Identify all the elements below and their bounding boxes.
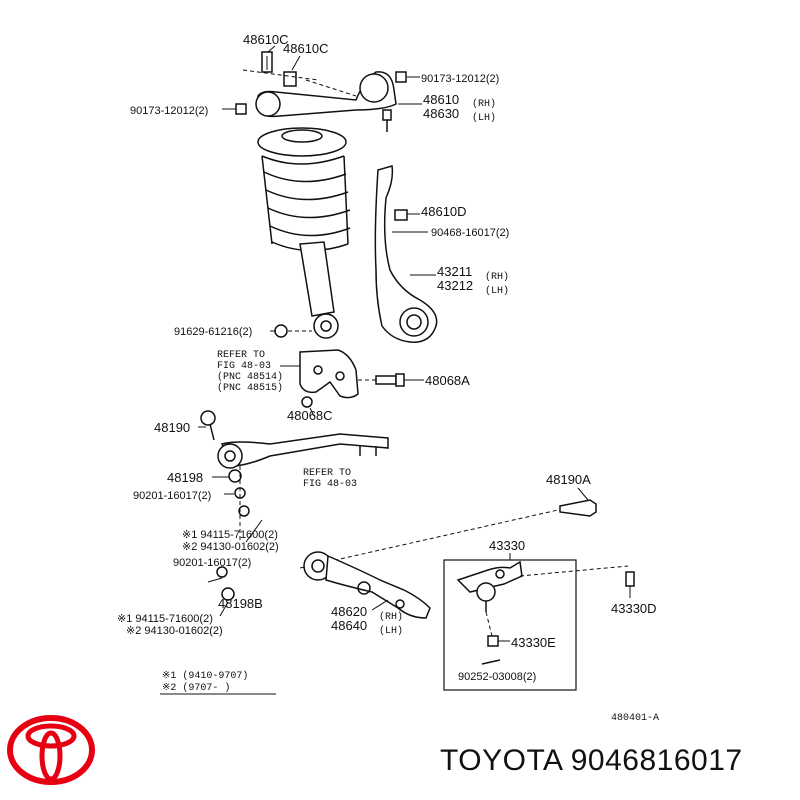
label-48610: 48610 xyxy=(423,92,459,107)
label-43212-side: (LH) xyxy=(485,285,509,297)
label-90201-b: 90201-16017(2) xyxy=(173,557,251,569)
upper-arm-assembly xyxy=(222,45,422,132)
lower-arm-assembly xyxy=(207,551,431,619)
refer-note-1-line1: REFER TO xyxy=(217,350,265,361)
label-43330: 43330 xyxy=(489,538,525,553)
refer-note-2-line1: REFER TO xyxy=(303,468,351,479)
label-48630-side: (LH) xyxy=(472,112,496,124)
label-48198: 48198 xyxy=(167,470,203,485)
label-mark1-b: ※1 94115-71600(2) xyxy=(117,613,213,625)
label-48068c: 48068C xyxy=(287,408,333,423)
label-90173-left: 90173-12012(2) xyxy=(130,105,208,117)
label-48190a: 48190A xyxy=(546,472,591,487)
label-48640-side: (LH) xyxy=(379,625,403,637)
label-43330d: 43330D xyxy=(611,601,657,616)
label-48620-side: (RH) xyxy=(379,611,403,623)
strut-rod-assembly xyxy=(198,410,389,543)
label-90252: 90252-03008(2) xyxy=(458,671,536,683)
brand-part-number: TOYOTA 9046816017 xyxy=(440,744,743,777)
label-mark2-a: ※2 94130-01602(2) xyxy=(182,541,279,553)
refer-note-2-line2: FIG 48-03 xyxy=(303,479,357,490)
refer-note-1-line3: (PNC 48514) xyxy=(217,371,283,383)
label-48610c-b: 48610C xyxy=(283,41,329,56)
label-48610d: 48610D xyxy=(421,204,467,219)
label-48068a: 48068A xyxy=(425,373,470,388)
label-mark2-b: ※2 94130-01602(2) xyxy=(126,625,223,637)
label-43211: 43211 xyxy=(437,264,472,279)
toyota-logo-icon xyxy=(7,715,95,785)
label-43330e: 43330E xyxy=(511,635,556,650)
label-48610c-a: 48610C xyxy=(243,32,289,47)
label-mark1-a: ※1 94115-71600(2) xyxy=(182,529,278,541)
lower-bracket xyxy=(280,349,424,417)
steering-knuckle xyxy=(374,165,438,343)
label-48610-side: (RH) xyxy=(472,98,496,110)
figure-code: 480401-A xyxy=(611,713,659,724)
refer-note-1-line4: (PNC 48515) xyxy=(217,382,283,394)
ball-joint-box xyxy=(443,553,635,691)
label-91629: 91629-61216(2) xyxy=(174,326,252,338)
label-90468: 90468-16017(2) xyxy=(431,227,509,239)
label-48640: 48640 xyxy=(331,618,367,633)
legend-mark2: ※2 (9707- ) xyxy=(162,682,230,694)
label-48620: 48620 xyxy=(331,604,367,619)
label-43212: 43212 xyxy=(437,278,473,293)
label-90173-right: 90173-12012(2) xyxy=(421,73,499,85)
spring-shock-assembly xyxy=(257,127,351,339)
label-48630: 48630 xyxy=(423,106,459,121)
label-48190: 48190 xyxy=(154,420,190,435)
bolt-48190a xyxy=(299,487,597,569)
label-43211-side: (RH) xyxy=(485,271,509,283)
legend-mark1: ※1 (9410-9707) xyxy=(162,670,248,682)
refer-note-1-line2: FIG 48-03 xyxy=(217,361,271,372)
label-48198b: 48198B xyxy=(218,596,263,611)
label-90201-a: 90201-16017(2) xyxy=(133,490,211,502)
